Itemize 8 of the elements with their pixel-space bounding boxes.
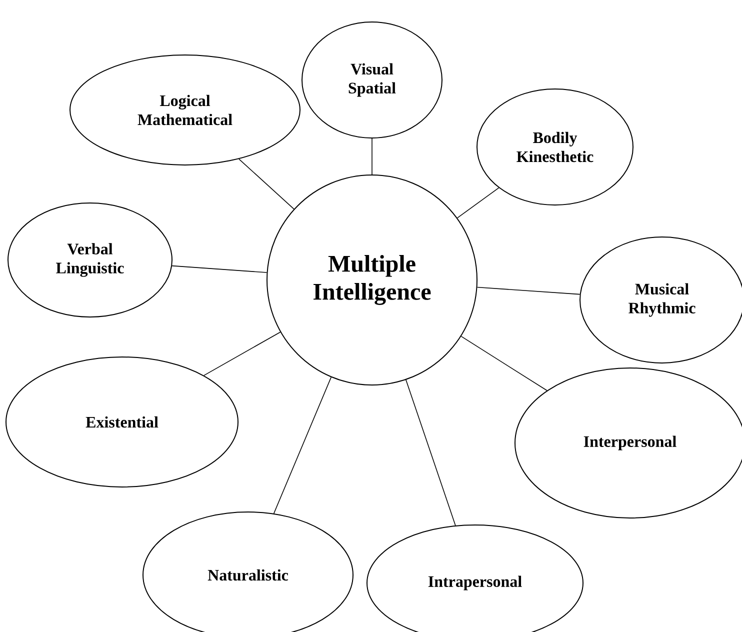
connector-line (273, 376, 332, 514)
connector-line (456, 187, 500, 218)
connector-line (172, 265, 268, 273)
connector-line (406, 379, 456, 526)
connector-line (460, 336, 548, 391)
connector-line (204, 332, 281, 376)
connector-line (238, 158, 294, 210)
connector-line (476, 286, 580, 295)
